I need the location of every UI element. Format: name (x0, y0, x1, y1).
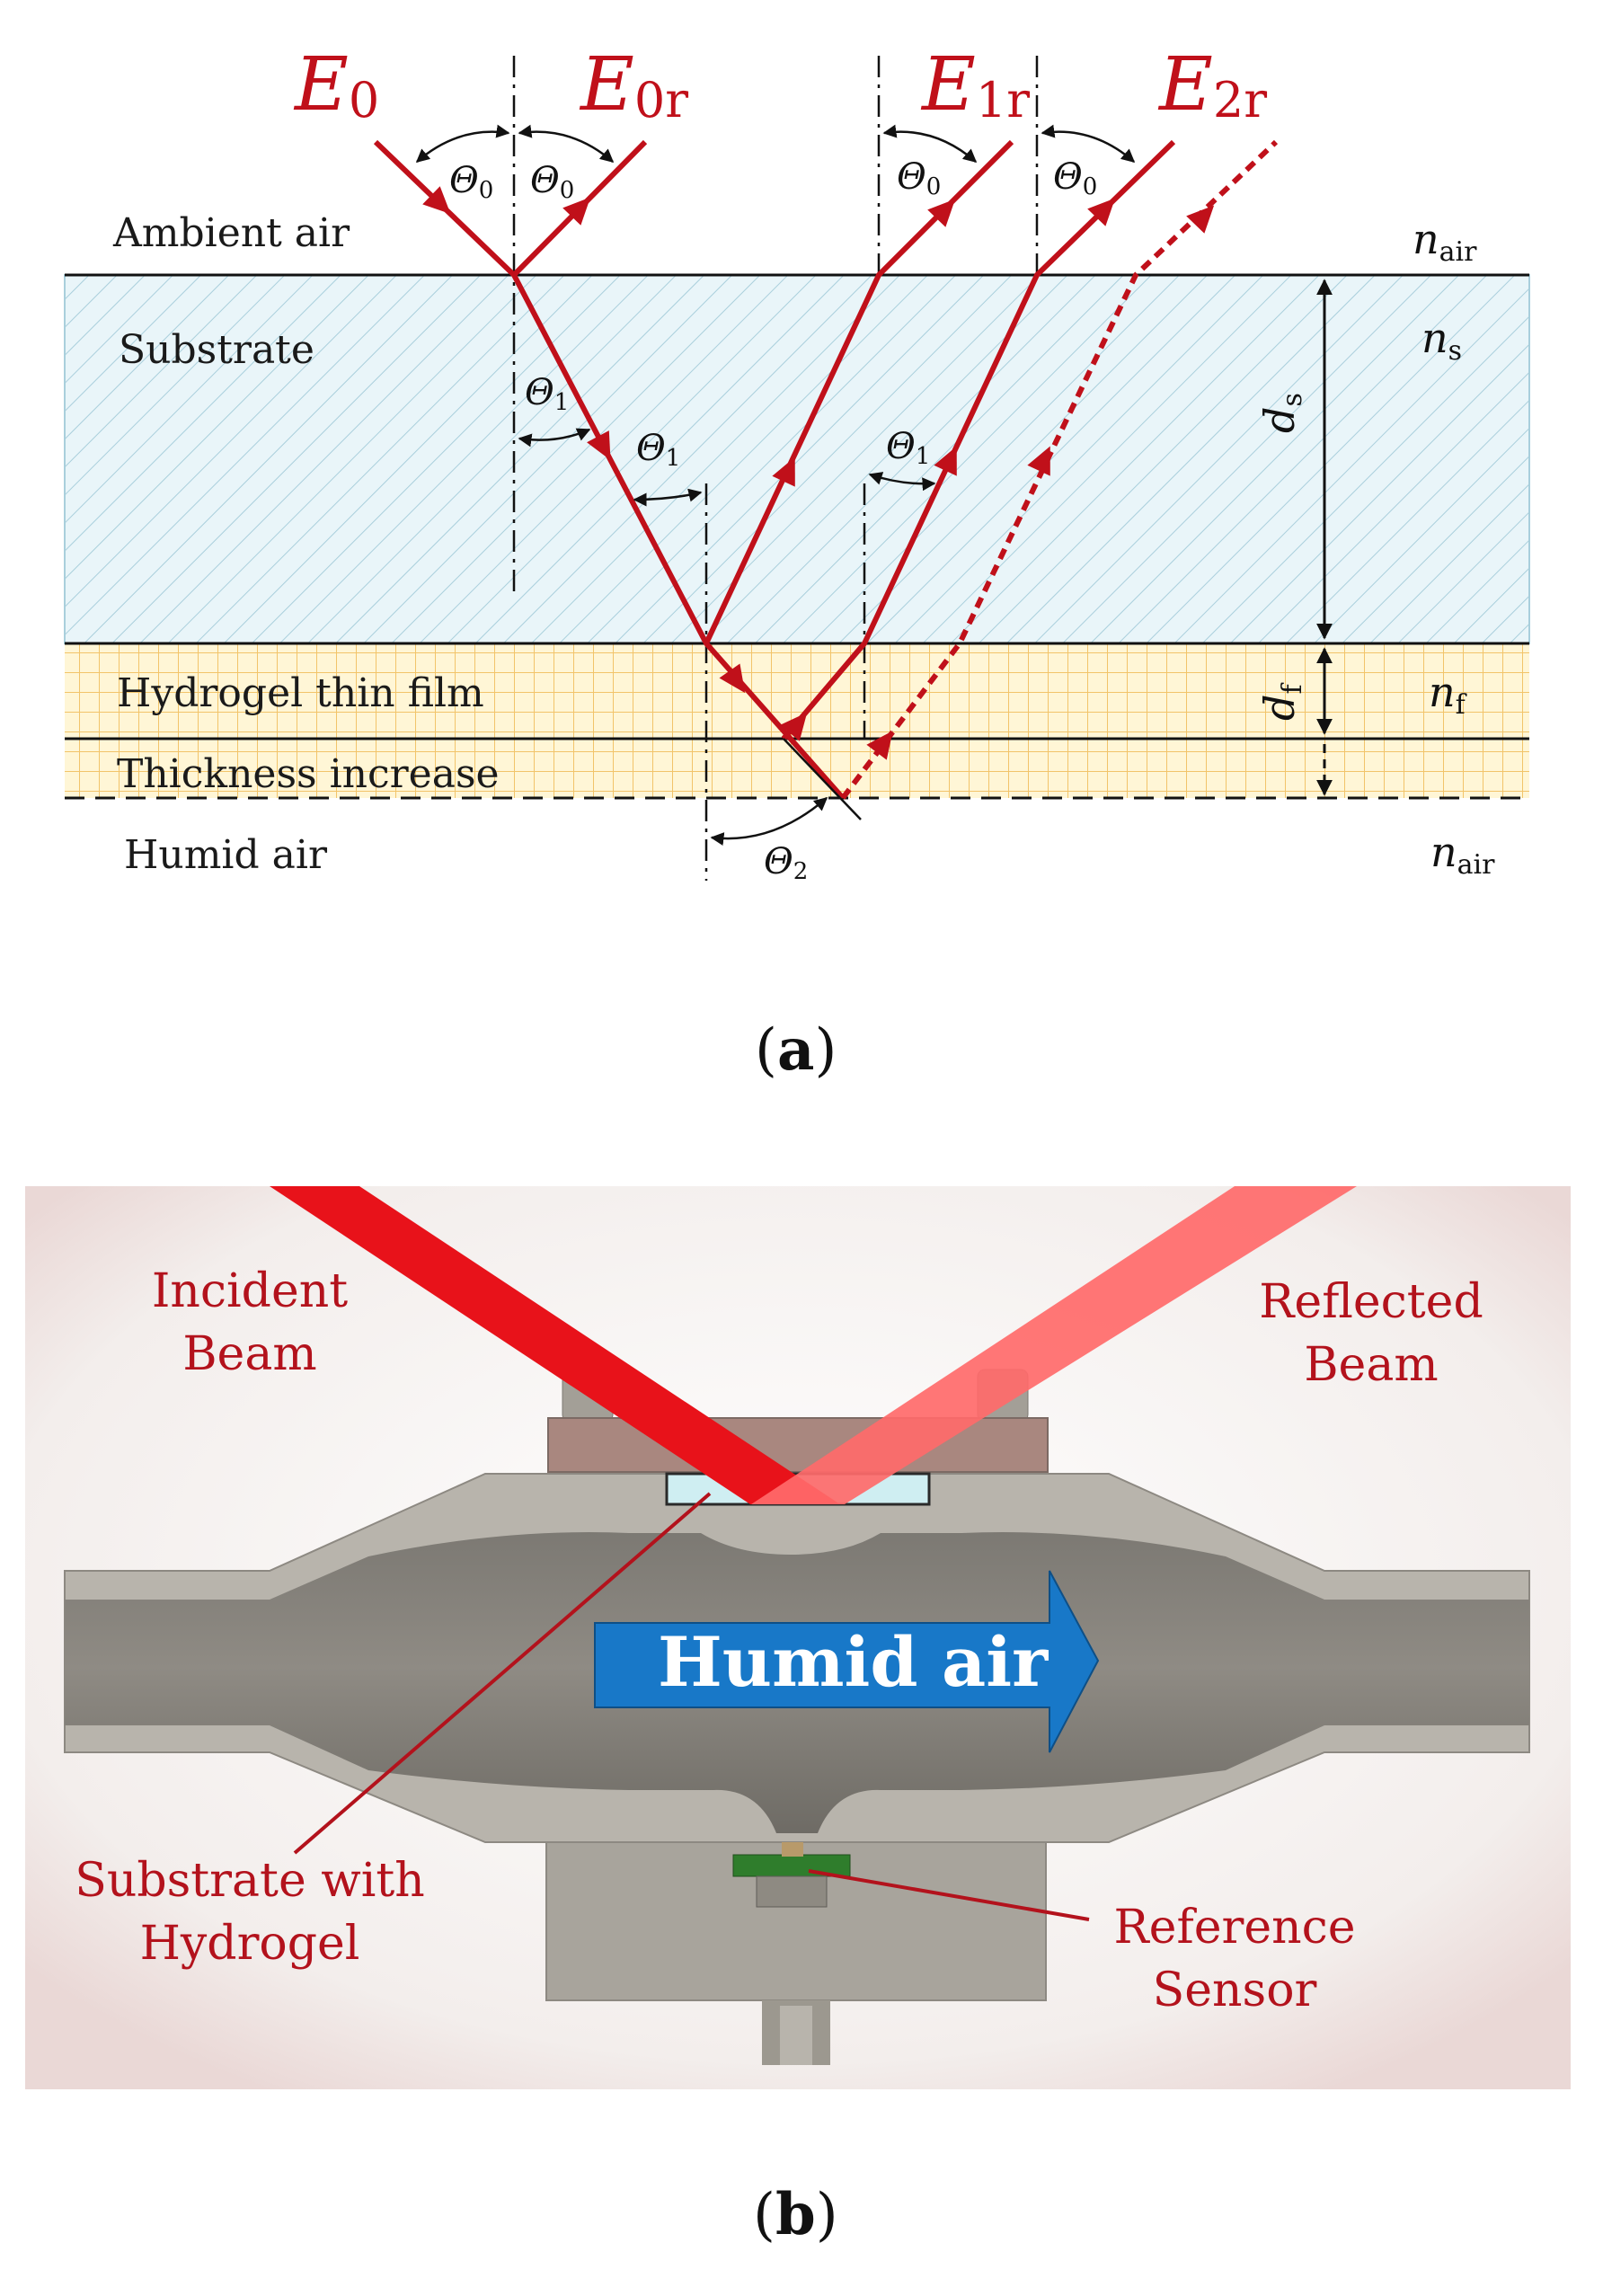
angle-arc (882, 124, 978, 163)
index-label-n-air-bottom: nair (1430, 828, 1495, 881)
angle-arc (415, 124, 510, 163)
field-label-e0r: E0r (579, 42, 688, 129)
field-label-e2r: E2r (1157, 42, 1267, 129)
exit-normal (783, 738, 862, 820)
layer-label-ambient-air: Ambient air (112, 210, 350, 256)
angle-arc (633, 488, 703, 507)
substrate-leader (293, 1492, 712, 1855)
top-cap (547, 1417, 1049, 1473)
index-label-n-f: nf (1429, 668, 1467, 721)
caption-a: (a) (755, 1016, 837, 1084)
incident-beam-label: Incident (152, 1264, 348, 1318)
layer-label-hydrogel: Hydrogel thin film (117, 670, 484, 716)
panel-b: Humid air Incident Beam Reflected Beam S… (25, 1186, 1571, 2248)
angle-label-theta1: Θ1 (525, 372, 569, 416)
reference-sensor-board (732, 1854, 851, 1877)
field-label-e1r: E1r (920, 42, 1030, 129)
angle-label-theta0: Θ0 (449, 160, 493, 204)
thickness-label-df: df (1255, 683, 1308, 721)
reference-sensor-label: Reference (1114, 1901, 1356, 1955)
ray-arrow (866, 731, 893, 760)
reflected-ray-1r (704, 139, 1014, 645)
reflected-beam (751, 1186, 1357, 1504)
angle-arc (518, 124, 615, 163)
index-label-n-air-top: nair (1413, 215, 1477, 268)
reference-sensor-label: Sensor (1153, 1964, 1317, 2017)
layer-label-humid-air: Humid air (124, 832, 328, 878)
incident-beam-label: Beam (182, 1327, 316, 1381)
ray-arrow (927, 199, 956, 227)
ray-arrow (422, 186, 451, 215)
angle-arc (710, 797, 828, 847)
angle-label-theta2: Θ2 (764, 841, 808, 885)
reflected-beam-label: Reflected (1259, 1275, 1483, 1329)
support-leg-slot (780, 2006, 812, 2065)
index-label-n-s: ns (1421, 314, 1462, 367)
angle-arc (868, 472, 936, 492)
angle-label-theta1: Θ1 (886, 426, 930, 470)
reference-sensor-pins (756, 1875, 828, 1908)
field-label-e0: E0 (293, 42, 379, 129)
ray-arrow (719, 663, 746, 694)
incident-beam (270, 1186, 840, 1504)
ray-arrow (562, 197, 591, 226)
caption-b: (b) (753, 2181, 838, 2248)
sensor-leader (808, 1869, 1090, 1921)
ray-arrow (772, 457, 795, 487)
flow-arrow (594, 1570, 1100, 1753)
angle-arc (1041, 124, 1136, 163)
ray-arrow (1087, 198, 1116, 226)
layer-label-thickness-increase: Thickness increase (117, 751, 500, 797)
angle-label-theta0: Θ0 (530, 160, 574, 204)
layer-label-substrate: Substrate (119, 327, 314, 373)
ray-arrow (587, 430, 611, 461)
substrate-hydrogel-label: Substrate with (75, 1854, 425, 1908)
ray-arrow (934, 446, 957, 476)
panel-a: E0 E0r E1r E2r Θ0 Θ0 Θ0 Θ0 Θ1 Θ1 Θ1 Θ2 A… (64, 42, 1530, 1084)
reflected-beam-label: Beam (1304, 1338, 1438, 1392)
reference-sensor-chip (782, 1842, 803, 1857)
angle-arc (518, 428, 591, 448)
substrate-hydrogel-label: Hydrogel (140, 1917, 360, 1971)
ray-arrow (1186, 205, 1215, 234)
angle-label-theta1: Θ1 (636, 428, 680, 472)
angle-label-theta0: Θ0 (897, 156, 941, 200)
substrate-layer (64, 274, 1530, 644)
ray-arrow (1027, 446, 1050, 476)
angle-label-theta0: Θ0 (1053, 156, 1097, 200)
flow-label: Humid air (658, 1622, 1049, 1702)
thickness-label-ds: ds (1255, 393, 1308, 433)
ray-arrow (780, 712, 808, 741)
